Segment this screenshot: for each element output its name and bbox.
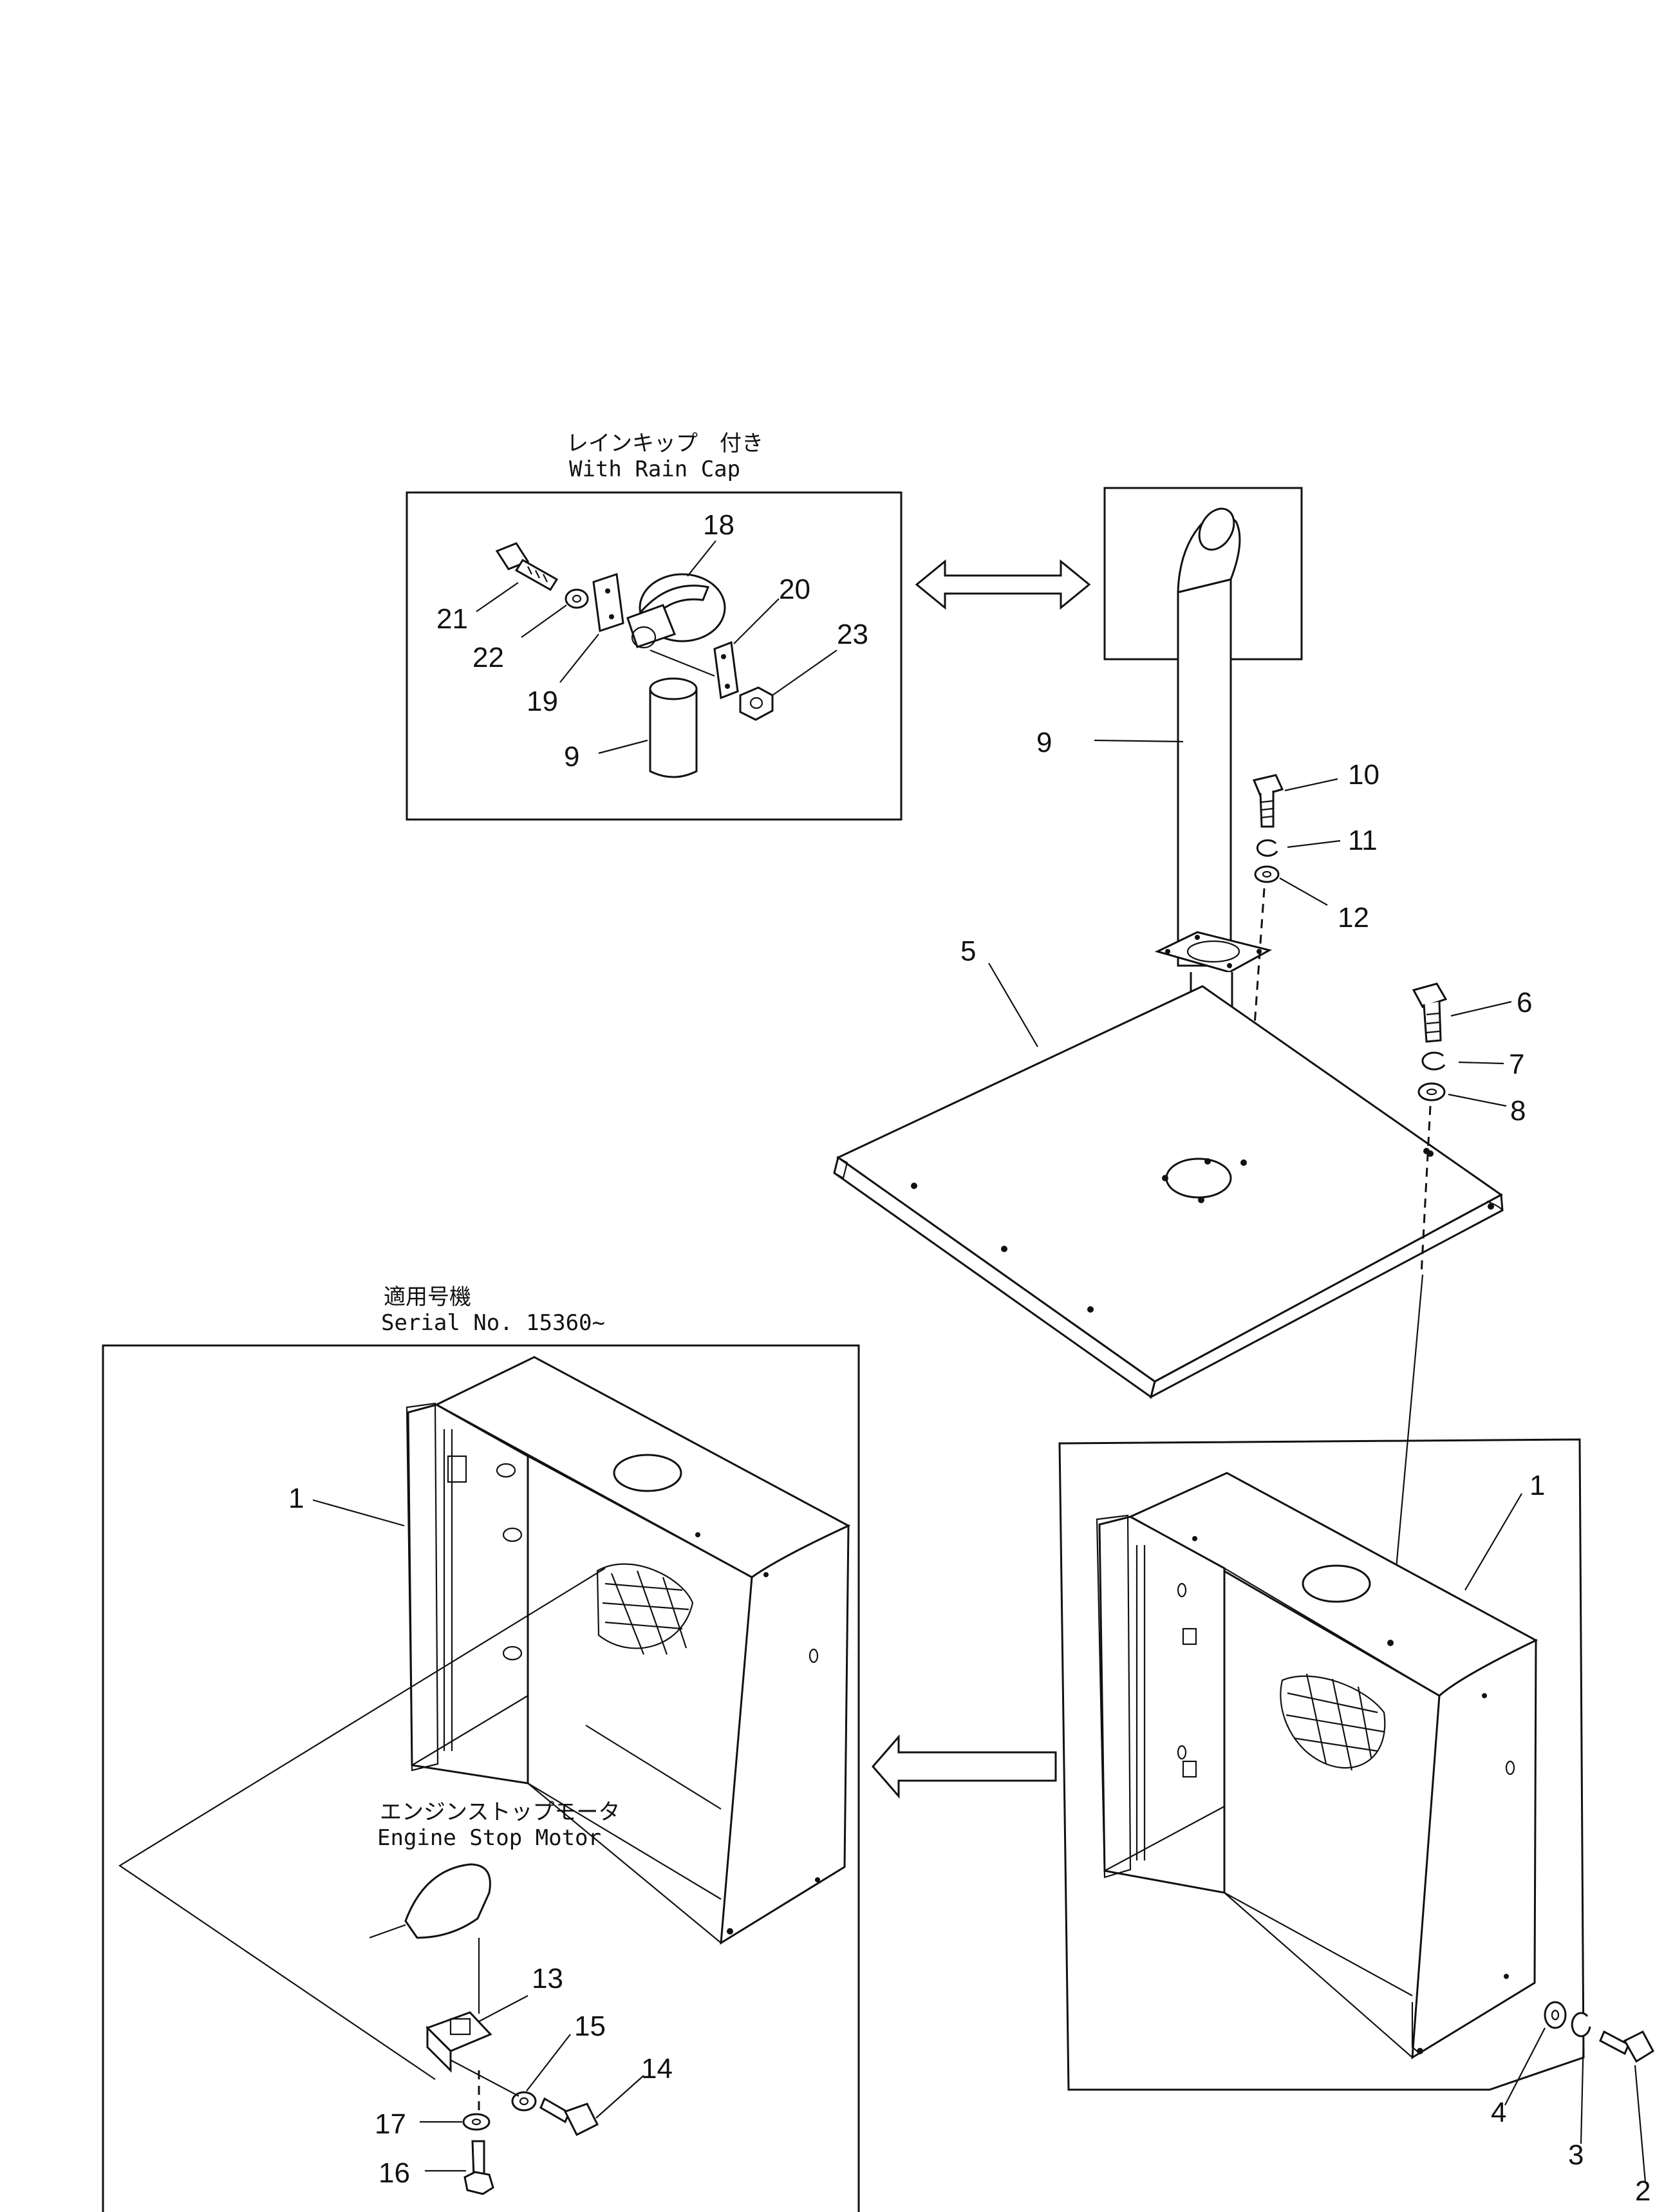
washer-22-part [565, 588, 589, 609]
pipe-9-detail-part [649, 677, 698, 778]
callout-8: 8 [1510, 1095, 1526, 1127]
callout-13: 13 [532, 1963, 563, 1994]
washer-17-part [462, 2113, 491, 2131]
rain-cap-detail: レインキップ 付き With Rain Cap [406, 431, 902, 821]
callout-21: 21 [436, 603, 468, 635]
bolt-14-part [539, 2097, 599, 2137]
callout-4: 4 [1491, 2097, 1506, 2128]
bolt-2-part [1599, 2030, 1654, 2063]
bolt-6-dashline [1420, 1105, 1432, 1275]
left-arrow [872, 1734, 1057, 1799]
rain-cap-caption-en: With Rain Cap [569, 456, 740, 482]
top-cover-plate-5: 5 6 7 8 [833, 935, 1532, 1633]
engine-stop-motor-part [369, 1863, 491, 2014]
callout-9-main: 9 [1036, 727, 1052, 758]
plate-20-part [713, 641, 739, 700]
bracket-13-part [425, 2011, 492, 2073]
serial-caption-jp: 適用号機 [384, 1284, 471, 1310]
plate-19-part [592, 573, 624, 632]
nut-23-part [739, 686, 774, 721]
callout-10: 10 [1348, 759, 1379, 791]
main-hood-detail: 1 4 3 2 [1058, 1438, 1654, 2207]
rain-cap-18-part [626, 573, 726, 649]
lock-washer-11-part [1256, 839, 1278, 857]
plate-pipe-hole [1165, 1158, 1232, 1199]
callout-12: 12 [1338, 902, 1369, 933]
engine-stop-caption-jp: エンジンストップモータ [380, 1799, 620, 1825]
washer-12-part [1254, 865, 1280, 883]
callout-7: 7 [1509, 1049, 1524, 1080]
callout-2: 2 [1635, 2175, 1650, 2207]
callout-19: 19 [527, 686, 558, 717]
callout-22: 22 [472, 642, 504, 673]
washer-15-part [511, 2091, 537, 2112]
bolt-10-part [1252, 774, 1284, 828]
hood-1-serial-part [406, 1356, 851, 1945]
bolt-6-part [1412, 982, 1448, 1043]
callout-1-serial: 1 [288, 1483, 304, 1514]
engine-stop-caption-en: Engine Stop Motor [377, 1825, 601, 1851]
callout-15: 15 [574, 2010, 606, 2042]
rain-cap-caption-jp: レインキップ 付き [566, 431, 763, 456]
washer-8-part [1417, 1082, 1446, 1101]
bolt-21-part [495, 542, 559, 592]
serial-hood-detail: 適用号機 Serial No. 15360~ エンジンストップモータ [102, 1284, 860, 2212]
double-arrow [915, 559, 1091, 610]
callout-14: 14 [641, 2053, 673, 2085]
washer-4-part [1544, 2001, 1567, 2029]
lock-washer-7-part [1421, 1051, 1446, 1071]
lock-washer-3-part [1571, 2012, 1591, 2038]
callout-20: 20 [779, 574, 810, 605]
callout-11: 11 [1348, 825, 1378, 856]
callout-16: 16 [379, 2157, 410, 2189]
callout-5: 5 [960, 935, 976, 967]
serial-frame [102, 1344, 860, 2212]
callout-17: 17 [375, 2108, 406, 2140]
callout-18: 18 [703, 509, 734, 541]
callout-1-main: 1 [1529, 1470, 1545, 1501]
bolt-16-part [463, 2140, 494, 2195]
callout-6: 6 [1517, 987, 1532, 1018]
hood-1-main-part [1096, 1472, 1538, 2059]
callout-3: 3 [1568, 2139, 1584, 2171]
callout-23: 23 [837, 619, 868, 650]
pipe-flange [1154, 931, 1273, 973]
callout-9-detail: 9 [564, 741, 579, 773]
main-hood-frame [1058, 1438, 1585, 2091]
serial-caption-en: Serial No. 15360~ [381, 1310, 605, 1336]
rain-cap-frame [406, 491, 902, 821]
